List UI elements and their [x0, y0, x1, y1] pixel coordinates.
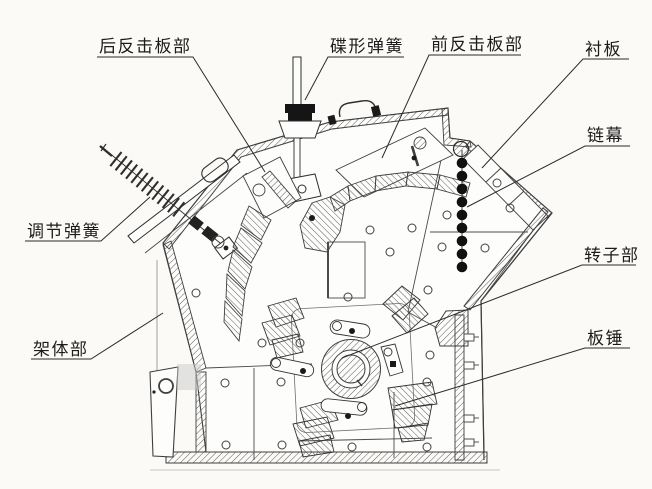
- label-chain-curtain: 链幕: [587, 126, 624, 145]
- label-front-impact-plate: 前反击板部: [431, 35, 524, 54]
- label-blow-bar: 板锤: [587, 329, 624, 348]
- adjust-spring-assembly: [99, 143, 241, 260]
- liner-plate-leader: [481, 58, 629, 169]
- label-disc-spring: 碟形弹簧: [330, 37, 404, 56]
- chain-curtain-leader: [466, 145, 630, 208]
- foot-bracket: [149, 366, 179, 458]
- adjust-spring-leader: [25, 196, 151, 242]
- blow-bars: [261, 285, 438, 458]
- blow-bar-leader: [394, 347, 630, 407]
- labels: 后反击板部 碟形弹簧 前反击板部 衬板 链幕 调节弹簧 架体部 转子部 板锤: [25, 35, 640, 407]
- label-rear-impact-plate: 后反击板部: [99, 37, 192, 56]
- feed-inlet-notch: [441, 107, 472, 148]
- label-frame-body: 架体部: [33, 340, 89, 359]
- disc-spring-stack: [285, 104, 315, 113]
- right-wall: [454, 314, 479, 461]
- front-plate-tip: [299, 196, 346, 253]
- front-impact-plate-leader: [381, 54, 521, 159]
- chain-curtain: [452, 140, 470, 273]
- wall-bolts: [463, 333, 479, 447]
- label-rotor: 转子部: [584, 246, 640, 265]
- label-adjust-spring: 调节弹簧: [27, 222, 101, 241]
- rotor-leader: [341, 264, 636, 359]
- base-plate: [165, 451, 488, 464]
- frame-body-leader: [31, 312, 164, 360]
- rear-impact-plate: [223, 156, 302, 343]
- disc-spring-leader: [304, 56, 404, 101]
- rear-impact-plate-leader: [97, 56, 266, 173]
- adjust-spring-coil: [109, 151, 186, 217]
- blow-bar-lower-right: [387, 381, 438, 411]
- front-impact-plate: [299, 127, 471, 253]
- rotor: [290, 303, 416, 433]
- roof-handle: [327, 100, 382, 126]
- swing-bracket: [127, 154, 241, 244]
- label-liner-plate: 衬板: [585, 40, 622, 59]
- bolt-circles: [191, 203, 515, 452]
